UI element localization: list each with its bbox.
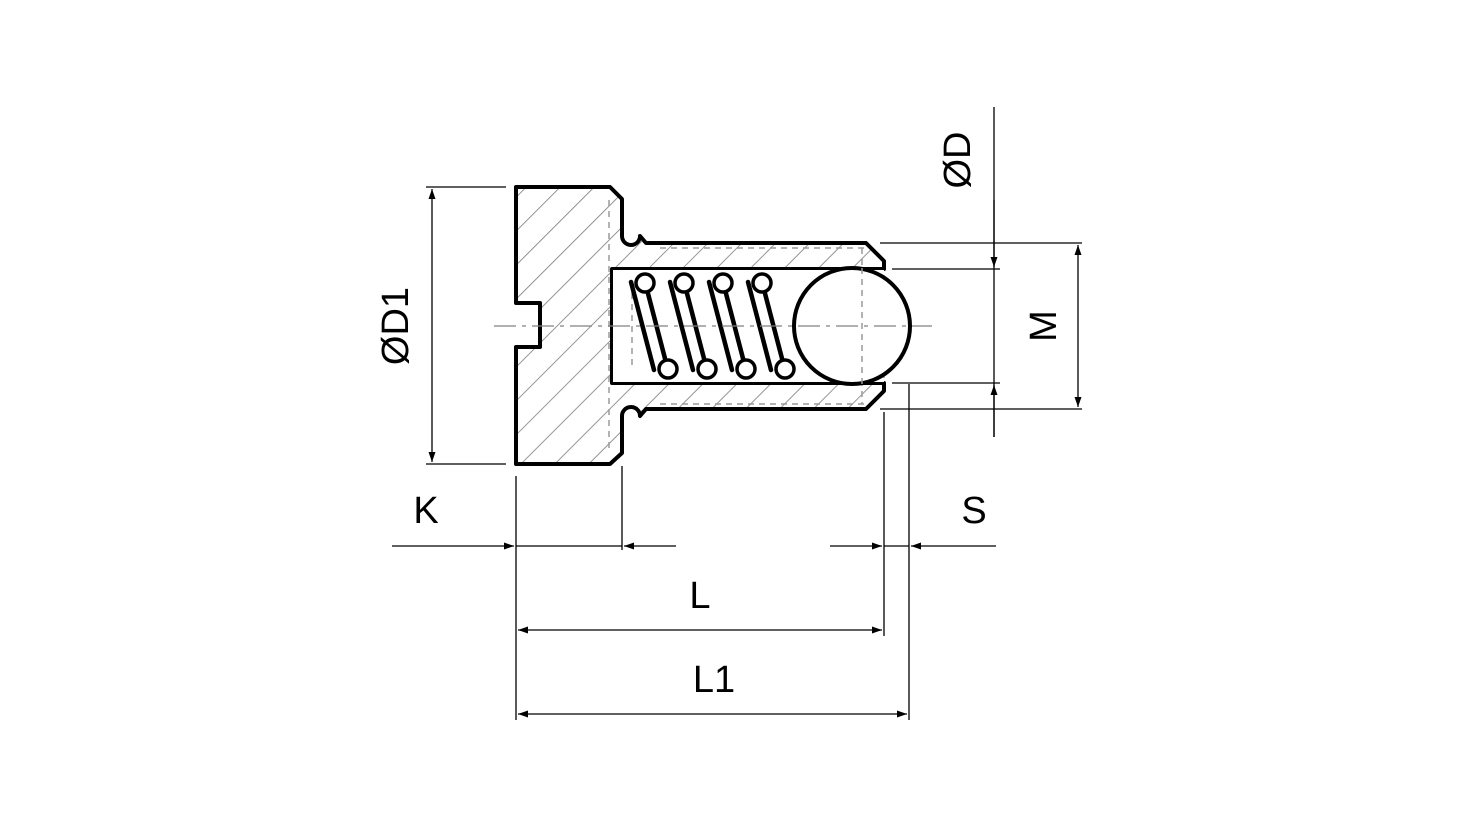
label-length-l1: L1 (693, 659, 735, 701)
label-stroke-s: S (961, 490, 986, 532)
extension-lines (426, 107, 1082, 720)
body-section (514, 185, 886, 466)
label-head-k: K (413, 490, 438, 532)
label-thread-m: M (1023, 310, 1065, 342)
label-diameter-d: ØD (937, 132, 979, 189)
label-diameter-d1: ØD1 (375, 287, 417, 365)
label-length-l: L (689, 575, 710, 617)
